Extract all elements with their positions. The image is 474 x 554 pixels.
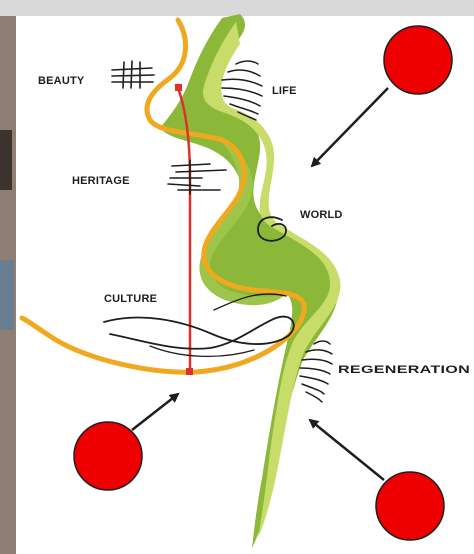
red-circle-icon bbox=[74, 422, 142, 490]
red-circle-icon bbox=[384, 26, 452, 94]
marker-top-right[interactable] bbox=[312, 26, 452, 166]
label-life: LIFE bbox=[272, 85, 297, 97]
label-regeneration: REGENERATION bbox=[338, 364, 470, 376]
river-band-dark bbox=[160, 14, 338, 548]
red-axis-top-node bbox=[175, 84, 182, 91]
heritage-lines-glyph bbox=[168, 160, 226, 194]
arrow-icon bbox=[312, 88, 388, 166]
beauty-grid-glyph bbox=[112, 61, 154, 88]
arrow-icon bbox=[132, 394, 178, 430]
marker-bottom-left[interactable] bbox=[74, 394, 178, 490]
label-world: WORLD bbox=[300, 209, 343, 221]
arrow-icon bbox=[310, 420, 384, 480]
label-beauty: BEAUTY bbox=[38, 75, 85, 87]
marker-bottom-right[interactable] bbox=[310, 420, 444, 540]
label-heritage: HERITAGE bbox=[72, 175, 130, 187]
label-culture: CULTURE bbox=[104, 293, 157, 305]
red-circle-icon bbox=[376, 472, 444, 540]
red-axis-bottom-node bbox=[186, 368, 193, 375]
